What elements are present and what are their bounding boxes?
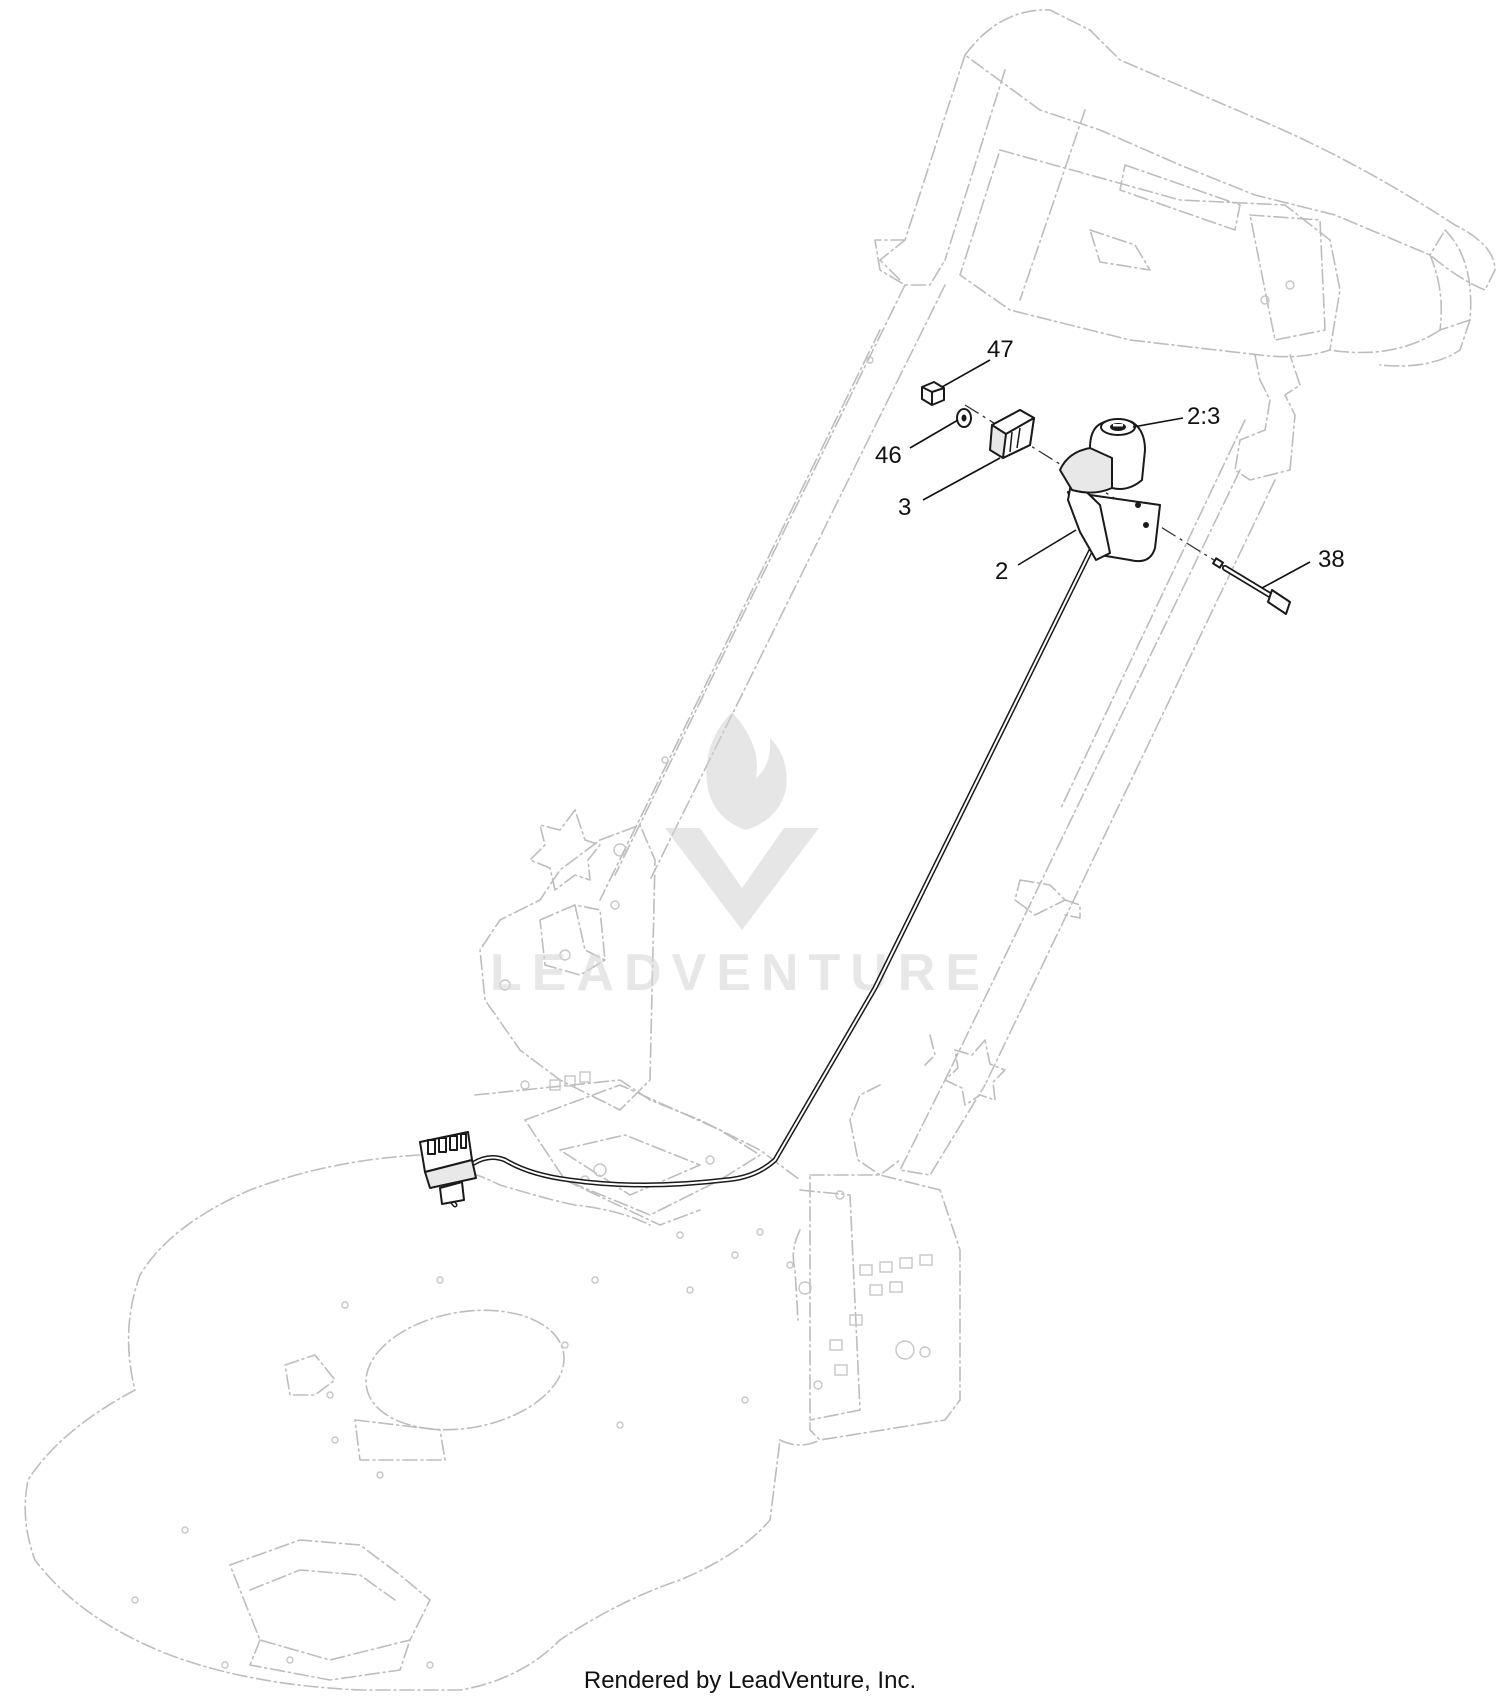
part-46-washer bbox=[956, 408, 972, 428]
callout-3: 3 bbox=[898, 494, 911, 521]
v-watermark-icon bbox=[665, 828, 819, 930]
right-handle-tube-ghost bbox=[899, 419, 1276, 1176]
leader-47 bbox=[941, 359, 991, 388]
right-bracket-ghost bbox=[798, 1034, 1006, 1441]
left-handle-tube-ghost bbox=[599, 284, 946, 901]
leader-2-3 bbox=[1132, 417, 1184, 428]
flame-watermark-icon bbox=[706, 712, 787, 830]
leader-lines bbox=[909, 359, 1311, 589]
upper-handle-ghost bbox=[874, 54, 1471, 481]
leader-38 bbox=[1261, 561, 1311, 589]
callout-labels: 47 46 3 2:3 2 38 bbox=[875, 336, 1345, 585]
callout-38: 38 bbox=[1318, 546, 1345, 573]
leader-3 bbox=[922, 457, 1001, 501]
watermark-text: LEADVENTURE bbox=[490, 944, 990, 1002]
part-38-screw bbox=[1212, 557, 1291, 615]
left-bracket-ghost bbox=[479, 809, 656, 1111]
callout-2-3: 2:3 bbox=[1187, 403, 1220, 430]
handle-grip-ghost bbox=[959, 9, 1496, 358]
part-2-switch-housing bbox=[1059, 418, 1161, 563]
part-3-key bbox=[989, 409, 1035, 459]
mower-ghost-outline bbox=[24, 9, 1496, 1691]
mower-deck-ghost bbox=[24, 1154, 821, 1691]
callout-2: 2 bbox=[995, 558, 1008, 585]
render-credit: Rendered by LeadVenture, Inc. bbox=[584, 1667, 916, 1694]
leadventure-watermark: LEADVENTURE bbox=[490, 712, 990, 1002]
callout-47: 47 bbox=[987, 336, 1014, 363]
leader-46 bbox=[909, 419, 959, 449]
wire-connector bbox=[419, 1131, 477, 1205]
rear-plate-ghost bbox=[474, 1071, 801, 1226]
part-47-nut bbox=[921, 381, 945, 406]
leader-2 bbox=[1017, 529, 1077, 566]
callout-46: 46 bbox=[875, 442, 902, 469]
